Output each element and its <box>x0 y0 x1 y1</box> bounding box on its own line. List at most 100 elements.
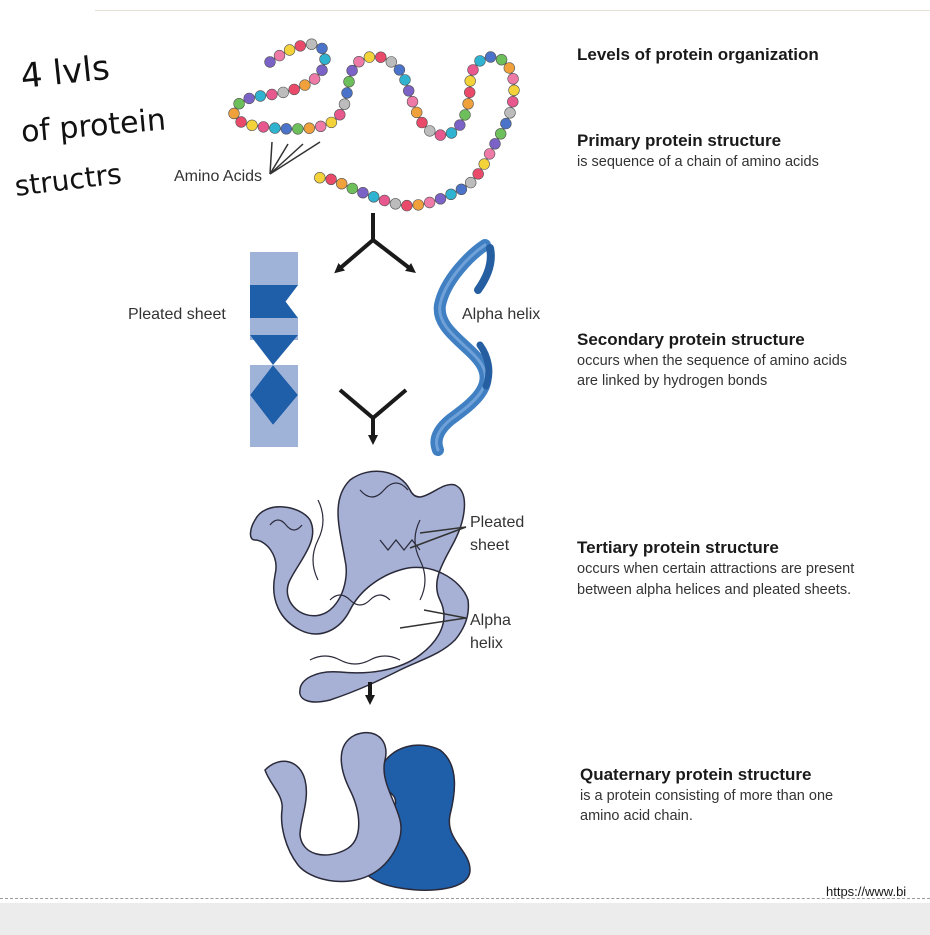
amino-acid-bead <box>495 53 508 66</box>
amino-acid-bead <box>316 64 328 76</box>
amino-acid-bead <box>508 84 520 97</box>
amino-acid-bead <box>266 88 278 101</box>
amino-acid-bead <box>459 109 471 121</box>
quaternary-description-line-2: amino acid chain. <box>580 808 693 824</box>
amino-acid-bead <box>445 127 458 139</box>
amino-acid-bead <box>280 123 292 135</box>
amino-acid-bead <box>363 51 376 63</box>
amino-acid-bead <box>434 129 447 141</box>
tertiary-pointers <box>399 526 467 629</box>
amino-acid-bead <box>464 86 476 99</box>
alpha-helix-label: Alpha helix <box>462 306 540 323</box>
amino-acid-bead <box>346 182 358 195</box>
handwriting-line-1: 4 lvls <box>19 48 112 97</box>
amino-acid-bead <box>454 119 466 131</box>
amino-acid-bead <box>346 64 358 77</box>
amino-acid-bead <box>288 83 300 96</box>
tertiary-structure-shape <box>249 470 470 703</box>
amino-acid-bead <box>294 40 306 52</box>
amino-acid-bead <box>478 158 490 170</box>
secondary-description-line-1: occurs when the sequence of amino acids <box>577 353 848 369</box>
quaternary-title: Quaternary protein structure <box>580 765 812 784</box>
handwritten-note: 4 lvls of protein structrs <box>13 48 167 203</box>
amino-acid-bead <box>353 55 365 68</box>
amino-acid-bead <box>507 95 519 108</box>
handwriting-line-3: structrs <box>13 157 124 203</box>
amino-acid-bead <box>303 122 315 134</box>
amino-acid-bead <box>338 98 351 110</box>
amino-acid-bead <box>235 116 247 128</box>
amino-acid-bead <box>472 168 484 180</box>
pleated-sheet-shape <box>250 252 298 447</box>
secondary-description-line-2: are linked by hydrogen bonds <box>577 373 768 389</box>
amino-acid-bead <box>277 86 289 99</box>
handwriting-line-2: of protein <box>20 102 168 150</box>
amino-acid-bead <box>233 97 245 110</box>
tertiary-alpha-label-2: helix <box>470 635 503 652</box>
amino-acid-bead <box>343 75 355 88</box>
amino-acid-bead <box>467 64 479 76</box>
amino-acid-bead <box>308 73 321 85</box>
amino-acid-bead <box>507 73 519 85</box>
amino-acid-bead <box>389 198 402 210</box>
tertiary-description-line-1: occurs when certain attractions are pres… <box>577 561 855 577</box>
amino-acid-bead <box>314 172 326 184</box>
split-arrows <box>334 213 416 274</box>
amino-acid-bead <box>368 191 380 203</box>
amino-acids-pointer: Amino Acids <box>174 141 321 185</box>
amino-acid-bead <box>489 138 501 150</box>
secondary-title: Secondary protein structure <box>577 330 805 349</box>
amino-acid-bead <box>500 117 512 130</box>
amino-acid-bead <box>495 128 507 140</box>
tertiary-description-line-2: between alpha helices and pleated sheets… <box>577 582 852 598</box>
amino-acid-bead <box>406 95 419 108</box>
amino-acid-beads <box>228 38 520 212</box>
amino-acid-bead <box>504 107 516 119</box>
amino-acid-bead <box>341 87 353 99</box>
amino-acid-bead <box>283 44 296 56</box>
amino-acid-bead <box>503 62 515 74</box>
main-title: Levels of protein organization <box>577 45 819 64</box>
amino-acid-bead <box>292 123 304 135</box>
amino-acid-bead <box>264 56 276 68</box>
amino-acid-bead <box>254 90 267 102</box>
amino-acid-bead <box>228 107 240 120</box>
primary-structure-chain <box>228 38 520 212</box>
amino-acid-bead <box>315 120 327 133</box>
quaternary-structure-shape <box>264 731 471 891</box>
amino-acid-bead <box>316 42 328 55</box>
amino-acid-bead <box>334 108 346 121</box>
amino-acid-bead <box>257 121 270 133</box>
source-url[interactable]: https://www.bi <box>826 884 907 899</box>
primary-title: Primary protein structure <box>577 131 782 150</box>
amino-acid-bead <box>423 196 436 209</box>
tertiary-pleated-label-1: Pleated <box>470 514 524 531</box>
top-border-line <box>95 10 930 11</box>
amino-acid-bead <box>243 92 255 105</box>
amino-acid-bead <box>325 116 338 129</box>
amino-acid-bead <box>412 199 424 211</box>
dashed-divider <box>0 898 930 899</box>
primary-description: is sequence of a chain of amino acids <box>577 154 819 170</box>
amino-acid-bead <box>325 173 337 186</box>
tertiary-title: Tertiary protein structure <box>577 538 779 557</box>
amino-acid-bead <box>393 64 406 76</box>
merge-arrow <box>338 388 408 445</box>
amino-acid-bead <box>474 55 486 67</box>
amino-acid-bead <box>403 85 415 97</box>
amino-acid-bead <box>357 187 369 199</box>
alpha-helix-shape <box>430 239 495 456</box>
amino-acid-bead <box>273 49 286 62</box>
footer-bar <box>0 903 930 935</box>
pleated-sheet-label: Pleated sheet <box>128 306 226 323</box>
amino-acid-bead <box>319 53 331 65</box>
quaternary-description-line-1: is a protein consisting of more than one <box>580 788 834 804</box>
tertiary-pleated-label-2: sheet <box>470 537 510 554</box>
amino-acid-bead <box>483 148 496 160</box>
amino-acid-bead <box>299 79 311 91</box>
amino-acids-label: Amino Acids <box>174 168 262 185</box>
amino-acid-bead <box>416 116 428 129</box>
amino-acid-bead <box>465 176 477 189</box>
amino-acid-bead <box>305 38 318 50</box>
